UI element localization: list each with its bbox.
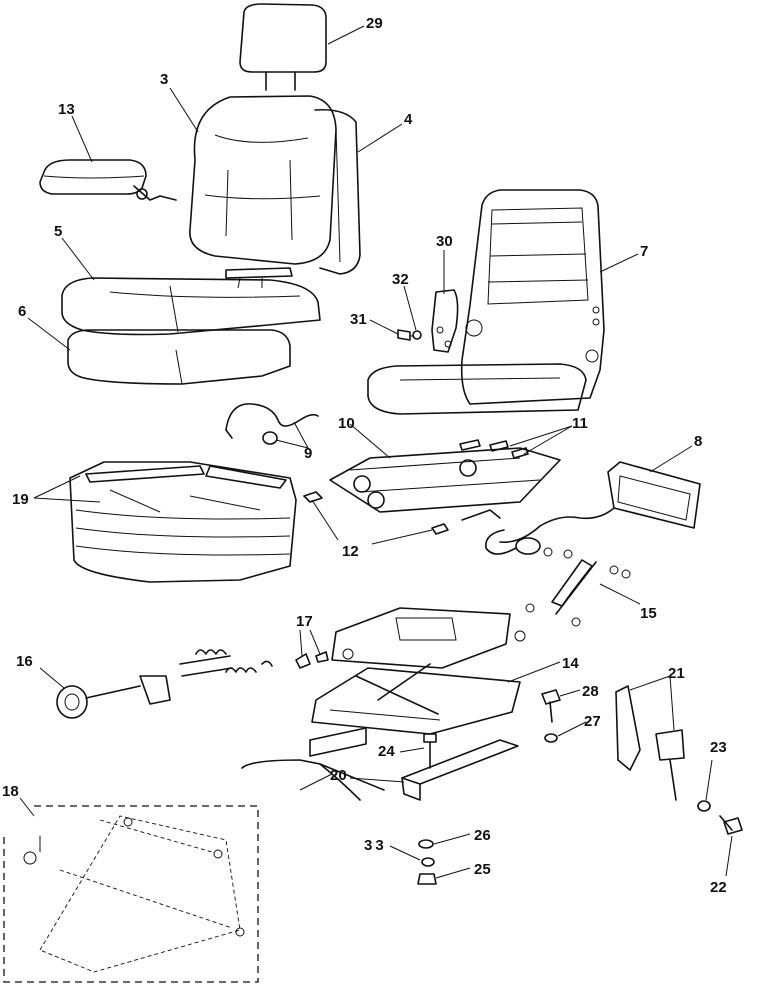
callout-4: 4 xyxy=(404,111,413,128)
flat-washer-part xyxy=(418,839,434,849)
callout-30: 30 xyxy=(436,233,453,250)
backrest-hinge-strip xyxy=(225,267,293,289)
bolt-part xyxy=(397,329,414,341)
shock-absorber-part xyxy=(525,547,631,627)
callout-19: 19 xyxy=(12,491,29,508)
backrest-frame-part xyxy=(367,189,605,415)
callout-15: 15 xyxy=(640,605,657,622)
callout-20: 20 xyxy=(330,767,347,784)
callout-11: 11 xyxy=(572,415,588,432)
armrest-part xyxy=(39,159,177,201)
lumbar-pad-part xyxy=(485,461,701,555)
lock-washer-part xyxy=(544,733,558,743)
seat-belt-part xyxy=(615,685,685,801)
hex-bolt-part xyxy=(541,689,561,723)
spring-clip-part xyxy=(295,651,329,669)
weight-adjust-knob-part xyxy=(56,649,273,719)
callout-29: 29 xyxy=(366,15,383,32)
callout-16: 16 xyxy=(16,653,33,670)
callout-18: 18 xyxy=(2,783,19,800)
callout-14: 14 xyxy=(562,655,579,672)
headrest-part xyxy=(239,3,327,91)
callout-21: 21 xyxy=(668,665,685,682)
clip-part xyxy=(303,491,449,535)
washer-part-23 xyxy=(697,800,711,812)
mounting-bolt-part xyxy=(423,733,437,769)
callout-27: 27 xyxy=(584,713,601,730)
callout-labels: 29 3 4 13 5 6 7 30 32 31 9 10 11 8 19 12… xyxy=(2,15,727,896)
callout-32: 32 xyxy=(392,271,409,288)
callout-13: 13 xyxy=(58,101,75,118)
hex-nut-part xyxy=(417,873,437,885)
seat-base-part xyxy=(67,329,291,385)
seat-slide-rails-part xyxy=(329,447,561,521)
callout-33: 33 xyxy=(364,837,387,854)
wiring-harness-part xyxy=(225,403,319,445)
inset-frame-18 xyxy=(3,805,259,983)
callout-6: 6 xyxy=(18,303,26,320)
backrest-cushion-part xyxy=(189,95,337,265)
leader-lines xyxy=(19,25,733,879)
spring-set-part xyxy=(459,439,529,459)
callout-28: 28 xyxy=(582,683,599,700)
bolt-part-22 xyxy=(719,815,743,835)
callout-8: 8 xyxy=(694,433,702,450)
callout-26: 26 xyxy=(474,827,491,844)
callout-9: 9 xyxy=(304,445,312,462)
callout-7: 7 xyxy=(640,243,648,260)
seat-cushion-part xyxy=(61,277,321,336)
spring-washer-part xyxy=(421,857,435,867)
callout-22: 22 xyxy=(710,879,727,896)
callout-12: 12 xyxy=(342,543,359,560)
callout-23: 23 xyxy=(710,739,727,756)
callout-31: 31 xyxy=(350,311,367,328)
callout-25: 25 xyxy=(474,861,491,878)
mounting-rail-part xyxy=(241,727,519,801)
callout-5: 5 xyxy=(54,223,62,240)
scissor-mechanism-part xyxy=(311,607,526,735)
washer-part xyxy=(412,330,422,340)
backrest-back-cover-part xyxy=(314,108,361,275)
callout-17: 17 xyxy=(296,613,313,630)
callout-24: 24 xyxy=(378,743,395,760)
callout-10: 10 xyxy=(338,415,355,432)
callout-3: 3 xyxy=(160,71,168,88)
suspension-bellows-part xyxy=(69,461,297,583)
side-bracket-part xyxy=(431,289,459,353)
